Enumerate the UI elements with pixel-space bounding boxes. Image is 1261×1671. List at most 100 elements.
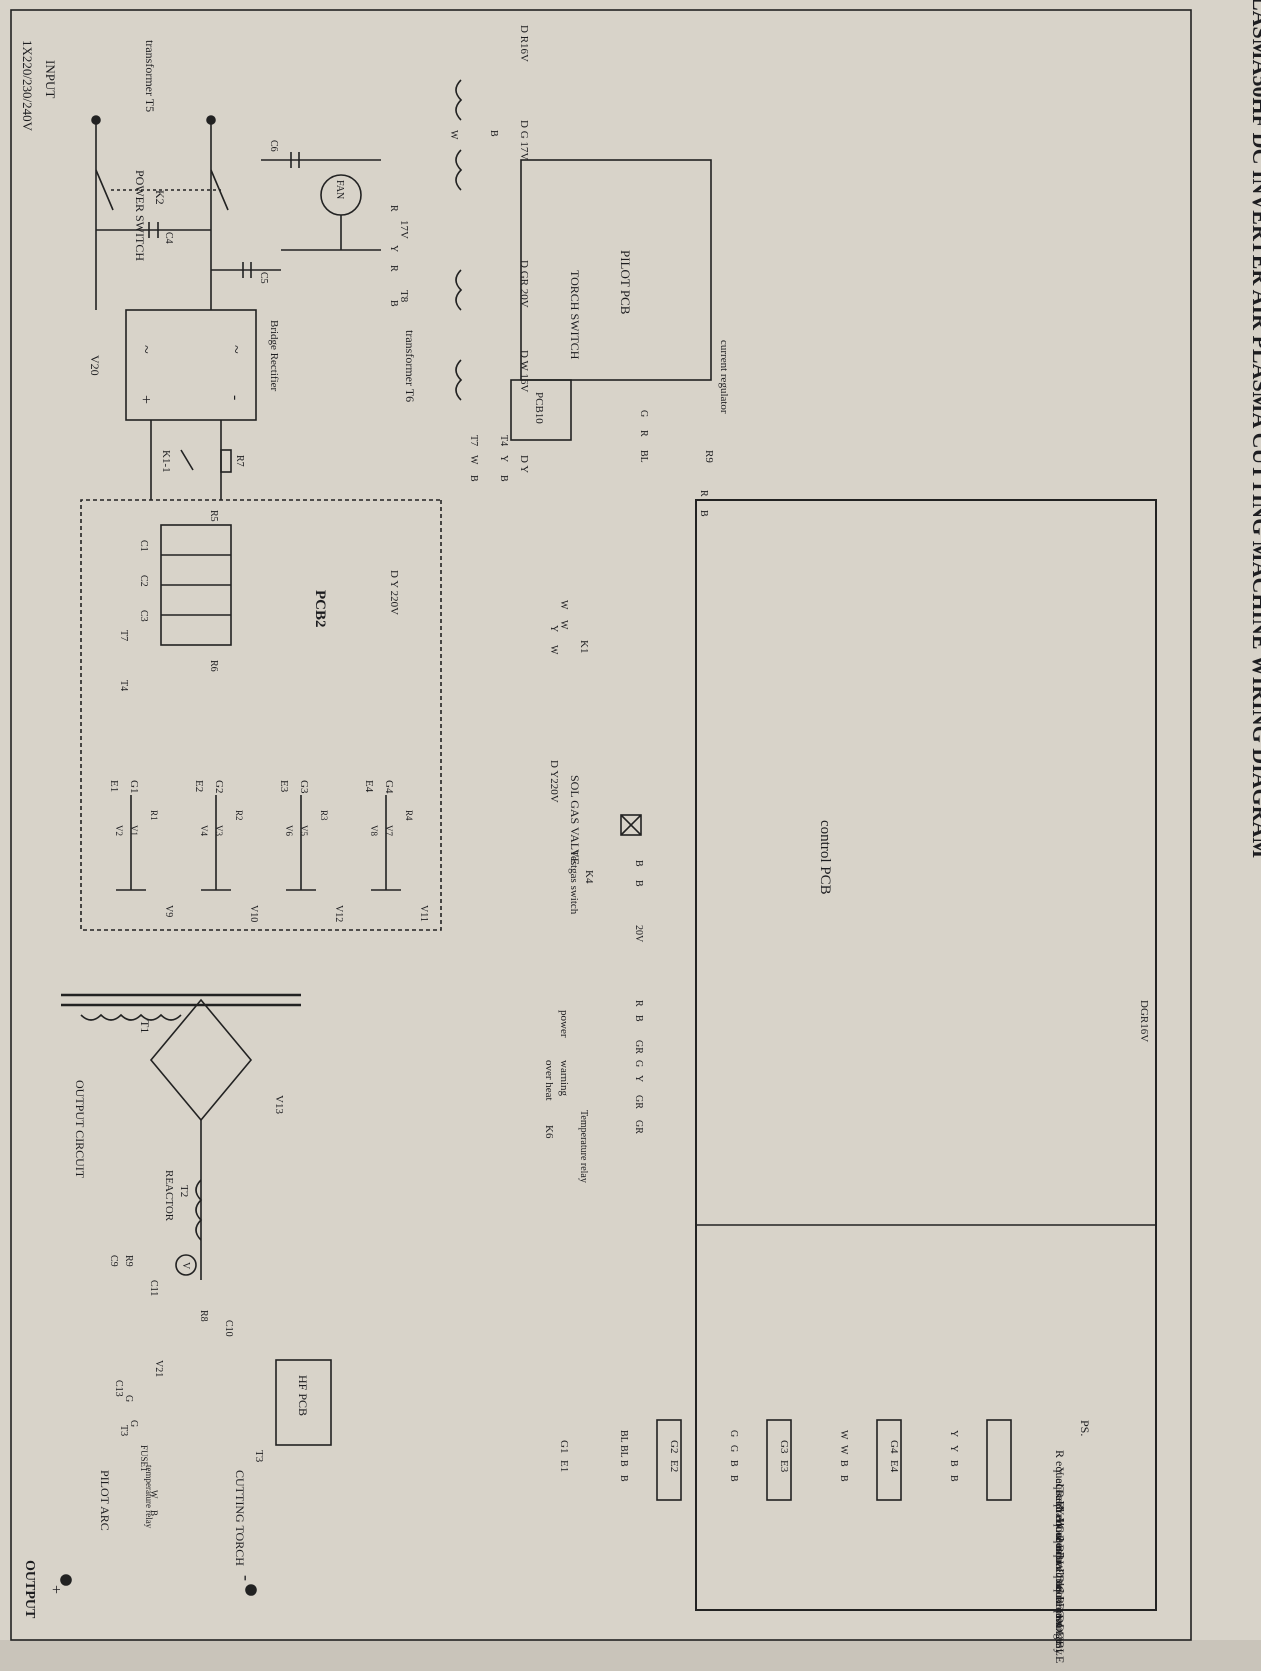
drive-3-w2: W (838, 1445, 849, 1455)
drive-1-w3: B (618, 1460, 629, 1467)
t5-label: transformer T5 (143, 40, 157, 112)
legend-row: O equal Orange (1053, 1569, 1067, 1645)
bridge-minus: - (227, 395, 244, 400)
wire-b1: B (468, 475, 479, 482)
igbt-row-3: G3 E3 R3 V5 V6 V12 (278, 780, 344, 922)
k1-y: Y (548, 625, 559, 632)
pilot-b: B (488, 130, 499, 137)
igbt-row-1: G1 E1 R1 V1 V2 V9 (108, 780, 174, 917)
wire-w: W (468, 455, 479, 465)
dgr16v-label: DGR16V (1138, 1000, 1150, 1042)
igbt-v12: V12 (333, 905, 344, 922)
t6-primary: D Y 220V (388, 570, 400, 615)
drive-1-e: E1 (558, 1460, 570, 1472)
pcb2-r5: R5 (208, 510, 219, 522)
drive-4-w3: B (948, 1460, 959, 1467)
t6-out1: D GR 20V (518, 260, 530, 308)
wire-b3: B (698, 510, 709, 517)
drive-4-e: E4 (888, 1460, 900, 1473)
k1-ref: K1 (578, 640, 590, 653)
igbt-g1: G1 (128, 780, 140, 793)
t6-coil-1 (455, 269, 463, 311)
drive-3-e: E3 (778, 1460, 790, 1473)
legend-row: D DOUBLE (1053, 1603, 1067, 1663)
bridge-rectifier (125, 309, 257, 421)
drive-3-w1: W (838, 1430, 849, 1440)
pcb2-t4: T4 (118, 680, 129, 691)
out-g2: G (128, 1420, 139, 1427)
out-c10: C10 (223, 1320, 234, 1337)
legend-row: B equal Black (1053, 1535, 1067, 1603)
pilot-r2: R (388, 265, 399, 272)
pcb2-boundary (80, 499, 442, 931)
output-plus-terminal (60, 1574, 72, 1586)
drive-2-g: G2 (668, 1440, 680, 1453)
drive-3-w3: B (838, 1460, 849, 1467)
power-switch-ref: K2 (153, 190, 167, 205)
legend-row: G equal Green (1053, 1484, 1067, 1554)
igbt-v5: V5 (299, 825, 309, 836)
testgas-20v: 20V (633, 925, 644, 943)
bridge-label: Bridge Rectifier (268, 320, 280, 392)
indicator-pin-5: Y (633, 1075, 644, 1082)
igbt-e2: E2 (193, 780, 205, 792)
igbt-e4: E4 (363, 780, 375, 793)
igbt-row-2: G2 E2 R2 V3 V4 V10 (193, 780, 259, 922)
pcb10-label: PCB10 (533, 392, 545, 424)
drive-2-w3: B (728, 1460, 739, 1467)
t3-label: T3 (253, 1450, 265, 1463)
wire-y: Y (498, 455, 509, 462)
out-r8: R8 (198, 1310, 209, 1322)
bridge-plus: + (137, 395, 154, 404)
igbt-v3: V3 (214, 825, 224, 836)
drive-4-w2: Y (948, 1445, 959, 1452)
cap-c4: C4 (163, 232, 174, 244)
drive-connector-3: W W B B G3 E3 (778, 1419, 902, 1501)
sol-gas-valve-coil (620, 814, 642, 836)
bridge-ac2: ~ (227, 345, 244, 354)
pilot-pcb (520, 159, 712, 381)
transformer-t1-label: T1 (138, 1020, 152, 1033)
out-t3: T3 (118, 1425, 129, 1436)
drive-1-w2: BL (618, 1445, 629, 1458)
output-rectifier-label: V13 (273, 1095, 285, 1114)
legend-row: R equal Red (1053, 1450, 1067, 1509)
testgas-ref: K4 (583, 870, 595, 884)
legend-row: Bl equal Blue (1053, 1501, 1067, 1567)
legend-row: Y equal Yellow (1053, 1467, 1067, 1541)
torch-dy: D Y (518, 455, 530, 473)
drive-4-g: G4 (888, 1440, 900, 1454)
output-circuit-label: OUTPUT CIRCUIT (73, 1080, 87, 1179)
igbt-g3: G3 (298, 780, 310, 794)
cutting-torch-label: CUTTING TORCH (233, 1470, 247, 1566)
igbt-r1: R1 (149, 810, 159, 821)
drive-2-w1: G (728, 1430, 739, 1437)
indicator-power: power (558, 1010, 570, 1038)
t6-label: transformer T6 (403, 330, 417, 402)
bridge-ref: V20 (88, 355, 102, 376)
indicator-pin-7: GR (633, 1120, 644, 1134)
indicator-over-heat: over heat (543, 1060, 555, 1101)
igbt-v11: V11 (418, 905, 429, 922)
out-v21: V21 (153, 1360, 164, 1377)
fan-label: FAN (334, 180, 345, 199)
indicator-pin-3: GR (633, 1040, 644, 1054)
wire-t4: T4 (498, 435, 509, 446)
igbt-v2: V2 (114, 825, 124, 836)
out-r9: R9 (123, 1255, 134, 1267)
pilot-w: W (448, 130, 459, 140)
out-g1: G (123, 1395, 134, 1402)
igbt-g2: G2 (213, 780, 225, 793)
pilot-pcb-label: PILOT PCB (618, 250, 633, 315)
hf-pcb (275, 1359, 332, 1446)
current-regulator-label: current regulator (718, 340, 730, 414)
wire-b2: B (498, 475, 509, 482)
pilot-r: R (388, 205, 399, 212)
pcb2-cap-c1: C1 (138, 540, 149, 552)
legend-ps: PS. (1078, 1420, 1092, 1436)
reactor-label: REACTOR (163, 1170, 175, 1222)
resistor-r7-label: R7 (234, 455, 245, 467)
power-switch-blade-1 (95, 169, 114, 211)
drive-2-e: E2 (668, 1460, 680, 1472)
